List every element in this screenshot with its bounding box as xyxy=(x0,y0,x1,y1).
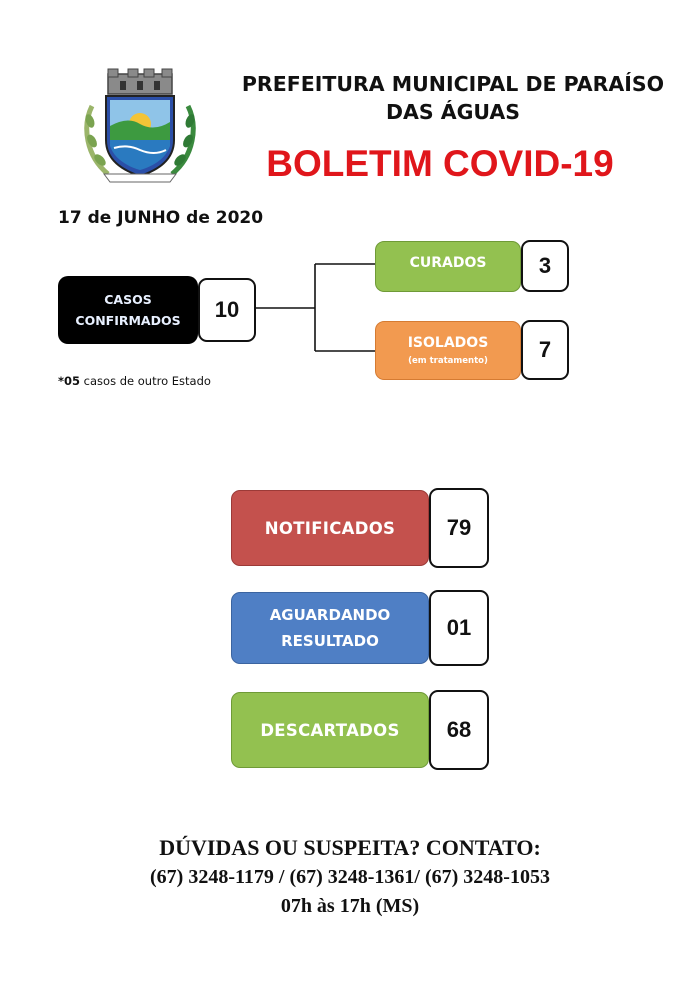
isolated-value: 7 xyxy=(521,320,569,380)
bulletin-title: BOLETIM COVID-19 xyxy=(266,143,614,184)
organization-title-line2: DAS ÁGUAS xyxy=(385,100,521,124)
awaiting-result-value: 01 xyxy=(429,590,489,666)
report-date: 17 de JUNHO de 2020 xyxy=(58,208,264,228)
isolated-sublabel: (em tratamento) xyxy=(408,356,488,366)
confirmed-cases-label: CASOS CONFIRMADOS xyxy=(58,276,198,344)
out-of-state-count: *05 xyxy=(58,374,81,388)
isolated-label-text: ISOLADOS xyxy=(407,335,489,351)
awaiting-result-label: AGUARDANDO RESULTADO xyxy=(231,592,429,664)
out-of-state-note: *05 casos de outro Estado xyxy=(58,374,211,388)
discarded-value: 68 xyxy=(429,690,489,770)
isolated-label: ISOLADOS (em tratamento) xyxy=(375,321,521,380)
organization-title: PREFEITURA MUNICIPAL DE PARAÍSO DAS ÁGUA… xyxy=(210,70,696,126)
contact-block: DÚVIDAS OU SUSPEITA? CONTATO: (67) 3248-… xyxy=(20,833,680,921)
confirmed-label-line1: CASOS xyxy=(104,292,152,307)
contact-heading: DÚVIDAS OU SUSPEITA? CONTATO: xyxy=(159,835,541,860)
cured-label: CURADOS xyxy=(375,241,521,292)
discarded-label: DESCARTADOS xyxy=(231,692,429,768)
contact-hours: 07h às 17h (MS) xyxy=(280,895,420,917)
notified-value: 79 xyxy=(429,488,489,568)
confirmed-label-line2: CONFIRMADOS xyxy=(75,313,181,328)
awaiting-label-line1: AGUARDANDO xyxy=(269,606,391,624)
out-of-state-text: casos de outro Estado xyxy=(80,374,211,388)
awaiting-label-line2: RESULTADO xyxy=(281,632,379,650)
contact-phones: (67) 3248-1179 / (67) 3248-1361/ (67) 32… xyxy=(150,866,550,888)
organization-title-line1: PREFEITURA MUNICIPAL DE PARAÍSO xyxy=(241,72,665,96)
confirmed-cases-value: 10 xyxy=(198,278,256,342)
coat-of-arms-icon xyxy=(84,68,196,183)
notified-label: NOTIFICADOS xyxy=(231,490,429,566)
cured-value: 3 xyxy=(521,240,569,292)
